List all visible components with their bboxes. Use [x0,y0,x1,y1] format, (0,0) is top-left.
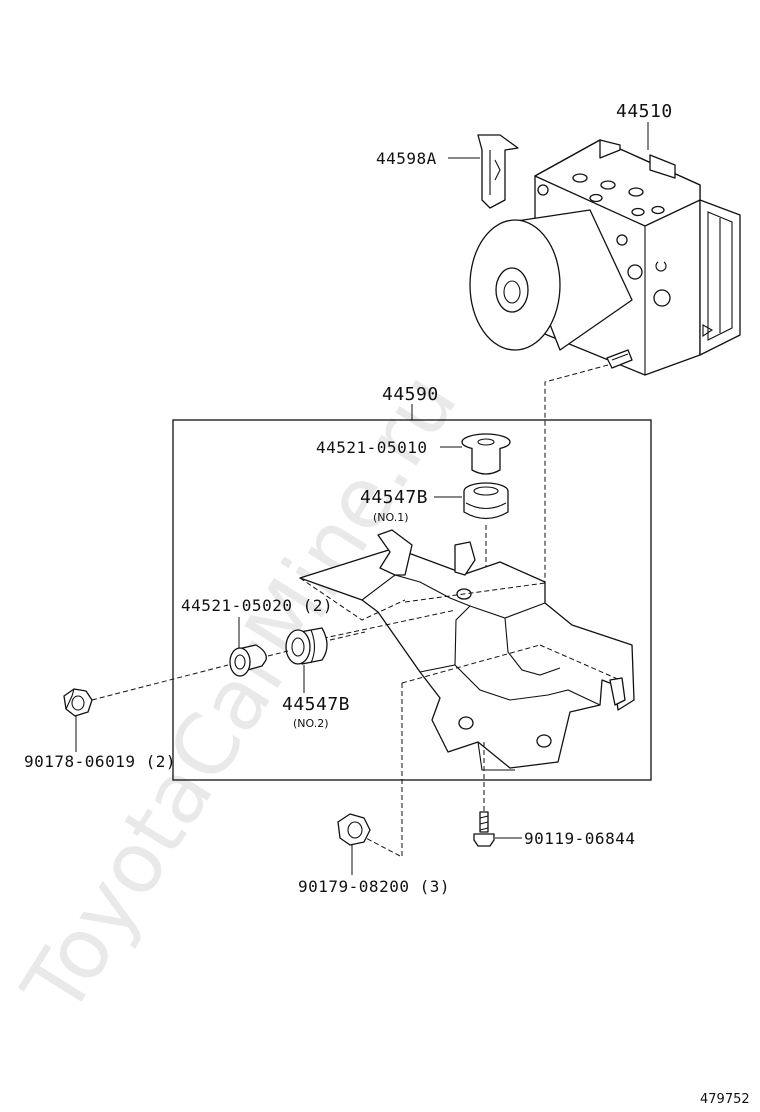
diagram-reference-number: 479752 [700,1092,750,1107]
label-cushion-no2-note: (NO.2) [293,717,329,730]
label-nut-bottom: 90179-08200 (3) [298,877,450,896]
label-nut-left: 90178-06019 (2) [24,752,176,771]
label-cushion-no2: 44547B [282,694,350,715]
abs-actuator-part[interactable] [469,139,741,376]
nut-bottom-part[interactable] [337,813,371,846]
collar-side-part[interactable] [229,644,267,677]
cushion-no1-part[interactable] [463,482,509,520]
label-cushion-no1: 44547B [360,487,428,508]
label-collar-top: 44521-05010 [316,438,427,457]
label-cushion-no1-note: (NO.1) [373,511,409,524]
cushion-no2-part[interactable] [285,627,328,665]
bolt-part[interactable] [473,811,495,847]
label-bracket-assembly: 44590 [382,384,439,405]
bracket-part[interactable] [299,529,635,771]
label-actuator: 44510 [616,101,673,122]
collar-top-part[interactable] [461,433,511,475]
label-bolt: 90119-06844 [524,829,635,848]
nut-left-part[interactable] [63,688,93,717]
label-collar-side: 44521-05020 (2) [181,596,333,615]
clip-part[interactable] [477,134,519,209]
label-clip: 44598A [376,149,437,168]
